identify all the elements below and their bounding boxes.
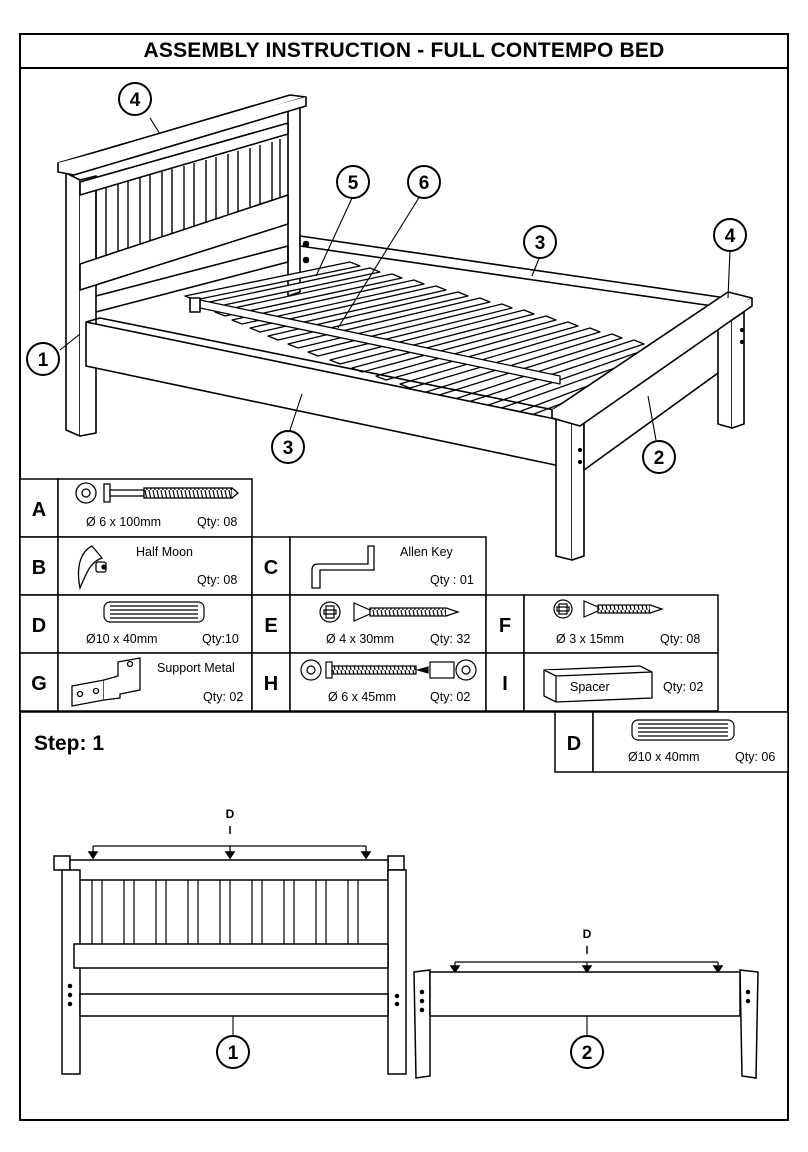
svg-text:1: 1 — [228, 1043, 239, 1064]
svg-text:1: 1 — [38, 350, 49, 371]
svg-text:Qty: 08: Qty: 08 — [660, 632, 700, 646]
svg-text:E: E — [264, 615, 277, 637]
wood-dowel-icon — [103, 601, 205, 623]
step-headboard: D 1 — [53, 807, 407, 1075]
svg-text:3: 3 — [283, 438, 294, 459]
svg-text:B: B — [32, 557, 46, 579]
part-d: D Ø10 x 40mm Qty:10 — [32, 601, 239, 646]
svg-text:F: F — [499, 615, 511, 637]
svg-text:Ø 3 x 15mm: Ø 3 x 15mm — [556, 632, 624, 646]
bed-illustration — [57, 94, 753, 561]
callout-cap-right: 4 — [713, 218, 747, 252]
support-bracket-icon — [71, 657, 141, 707]
callout-cap-left: 4 — [118, 82, 152, 116]
callout-center-rail: 5 — [336, 165, 370, 199]
part-h: H Ø 6 x 45mm Qty: 02 — [264, 659, 477, 704]
part-a: A Ø 6 x 100mm Qty: 08 — [32, 482, 240, 529]
svg-text:G: G — [31, 673, 47, 695]
step-footboard: D 2 — [413, 927, 759, 1079]
svg-text:Support Metal: Support Metal — [157, 661, 235, 675]
page-title: ASSEMBLY INSTRUCTION - FULL CONTEMPO BED — [21, 35, 787, 69]
svg-text:Ø 6 x 45mm: Ø 6 x 45mm — [328, 690, 396, 704]
svg-text:4: 4 — [130, 90, 141, 111]
svg-text:Qty: 32: Qty: 32 — [430, 632, 470, 646]
svg-text:Qty: 02: Qty: 02 — [203, 690, 243, 704]
callout-slat: 6 — [407, 165, 441, 199]
svg-text:D: D — [32, 615, 46, 637]
svg-text:Ø 6 x 100mm: Ø 6 x 100mm — [86, 515, 161, 529]
bed-callouts: 4 1 3 3 5 6 4 2 — [26, 82, 747, 474]
svg-text:Half Moon: Half Moon — [136, 545, 193, 559]
bolt-with-washer-icon — [75, 482, 240, 504]
wood-screw-icon — [319, 601, 460, 623]
bolt-and-barrel-nut-icon — [300, 659, 477, 681]
part-e: E Ø 4 x 30mm Qty: 32 — [264, 601, 470, 646]
svg-text:Allen Key: Allen Key — [400, 545, 454, 559]
step-title: Step: 1 — [34, 732, 104, 755]
svg-text:C: C — [264, 557, 278, 579]
wood-dowel-icon — [631, 719, 735, 741]
svg-text:Qty:10: Qty:10 — [202, 632, 239, 646]
callout-back-side-rail: 3 — [523, 225, 557, 259]
svg-text:Ø 4 x 30mm: Ø 4 x 30mm — [326, 632, 394, 646]
svg-text:3: 3 — [535, 233, 546, 254]
svg-text:I: I — [502, 673, 508, 695]
svg-text:2: 2 — [654, 448, 665, 469]
part-g: G Support Metal Qty: 02 — [31, 657, 243, 707]
svg-text:Qty: 06: Qty: 06 — [735, 750, 775, 764]
short-screw-icon — [553, 599, 664, 619]
svg-text:4: 4 — [725, 226, 736, 247]
svg-text:Ø10 x 40mm: Ø10 x 40mm — [86, 632, 158, 646]
callout-headboard-post: 1 — [26, 342, 60, 376]
svg-text:5: 5 — [348, 173, 359, 194]
svg-text:D: D — [567, 733, 581, 755]
headboard — [57, 94, 307, 437]
svg-text:Spacer: Spacer — [570, 680, 610, 694]
svg-text:D: D — [583, 927, 592, 941]
part-c: C Allen Key Qty : 01 — [264, 545, 474, 589]
svg-text:Qty: 02: Qty: 02 — [430, 690, 470, 704]
callout-front-side-rail: 3 — [271, 430, 305, 464]
svg-text:Ø10 x 40mm: Ø10 x 40mm — [628, 750, 700, 764]
svg-text:Qty: 02: Qty: 02 — [663, 680, 703, 694]
footboard-assembly — [551, 291, 753, 561]
svg-text:Qty : 01: Qty : 01 — [430, 573, 474, 587]
svg-text:6: 6 — [419, 173, 430, 194]
callout-footboard: 2 — [642, 440, 676, 474]
svg-text:Qty: 08: Qty: 08 — [197, 515, 237, 529]
svg-text:Qty: 08: Qty: 08 — [197, 573, 237, 587]
part-b: B Half Moon Qty: 08 — [32, 545, 237, 591]
spacer-block-icon — [543, 665, 653, 703]
allen-key-icon — [311, 545, 375, 589]
part-i: I Spacer Qty: 02 — [502, 665, 703, 703]
half-moon-nut-icon — [77, 545, 107, 591]
svg-text:D: D — [226, 807, 235, 821]
step-part-box: D Ø10 x 40mm Qty: 06 — [554, 711, 789, 773]
part-f: F Ø 3 x 15mm Qty: 08 — [499, 599, 700, 646]
svg-text:A: A — [32, 499, 46, 521]
svg-text:2: 2 — [582, 1043, 593, 1064]
svg-text:H: H — [264, 673, 278, 695]
